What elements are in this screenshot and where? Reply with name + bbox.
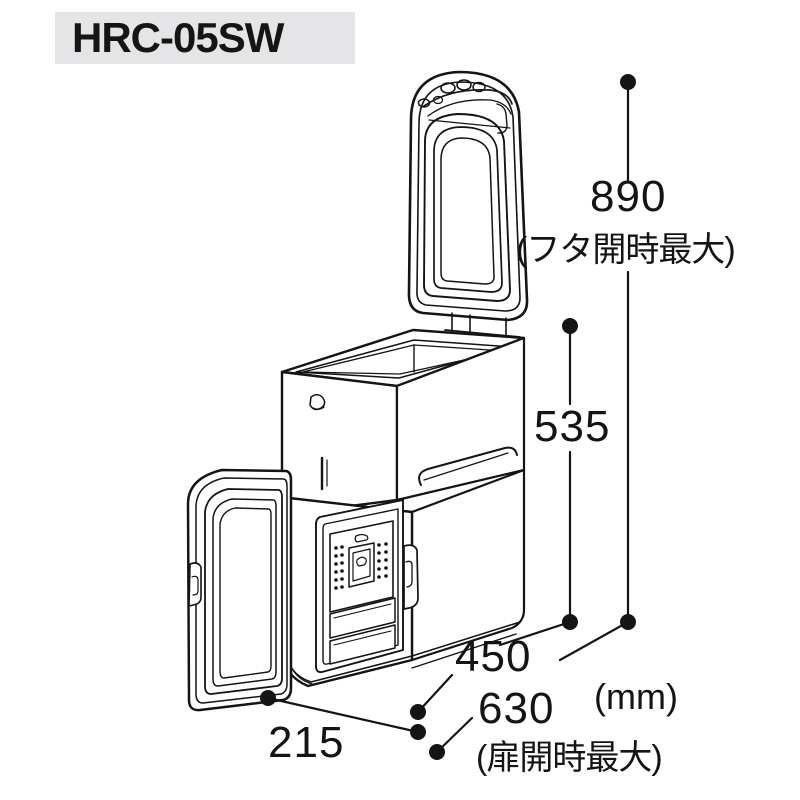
model-title-band — [55, 12, 355, 64]
vent-grille — [329, 520, 394, 613]
front-door-open — [186, 468, 293, 712]
upper-basin — [280, 328, 526, 514]
dimension-note-630: (扉開時最大) — [476, 739, 663, 777]
dimension-label-630: 630 — [478, 684, 555, 733]
dimension-label-215: 215 — [268, 718, 345, 767]
dimension-535 — [562, 318, 578, 630]
dimension-215 — [260, 690, 426, 740]
dimension-890 — [620, 74, 636, 630]
dimension-unit-label: (mm) — [594, 676, 678, 717]
dimension-630 — [429, 620, 630, 760]
lower-body — [281, 468, 526, 688]
dimension-note-890: (フタ開時最大) — [516, 231, 736, 269]
top-lid-open — [407, 70, 529, 322]
dimension-label-890: 890 — [590, 172, 667, 221]
dimension-label-535: 535 — [534, 402, 611, 451]
dimension-450 — [410, 620, 572, 720]
dimension-lines — [260, 74, 636, 760]
dimension-label-450: 450 — [455, 632, 532, 681]
model-title: HRC-05SW — [72, 14, 284, 61]
